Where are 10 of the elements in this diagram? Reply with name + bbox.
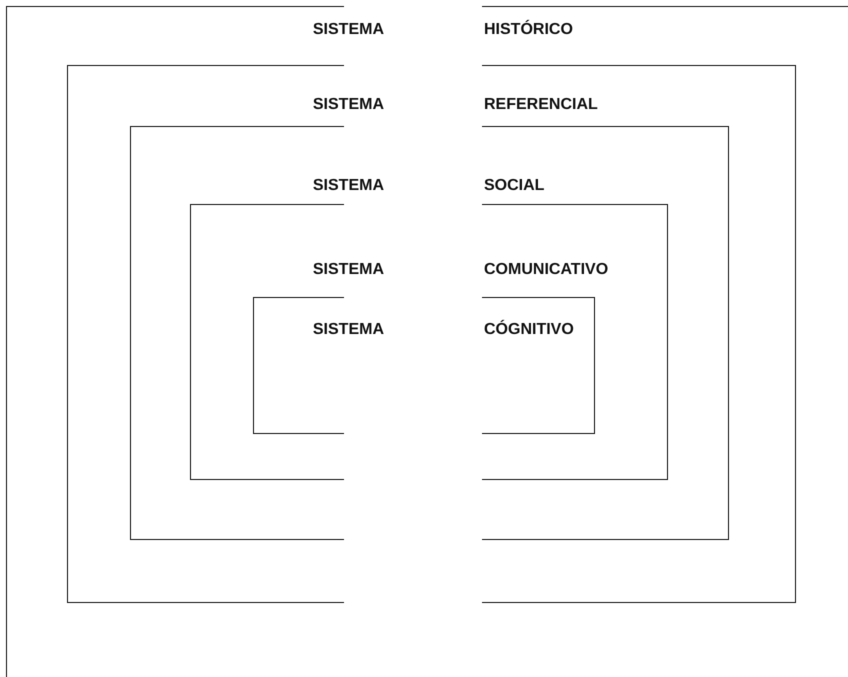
system-name: CÓGNITIVO (484, 322, 574, 338)
system-name: HISTÓRICO (484, 22, 573, 38)
system-label: SISTEMA (312, 178, 384, 194)
system-label: SISTEMA (312, 97, 384, 113)
system-name: SOCIAL (484, 178, 544, 194)
system-name: COMUNICATIVO (484, 262, 608, 278)
system-label: SISTEMA (312, 262, 384, 278)
system-name: REFERENCIAL (484, 97, 598, 113)
system-label: SISTEMA (312, 22, 384, 38)
system-label: SISTEMA (312, 322, 384, 338)
